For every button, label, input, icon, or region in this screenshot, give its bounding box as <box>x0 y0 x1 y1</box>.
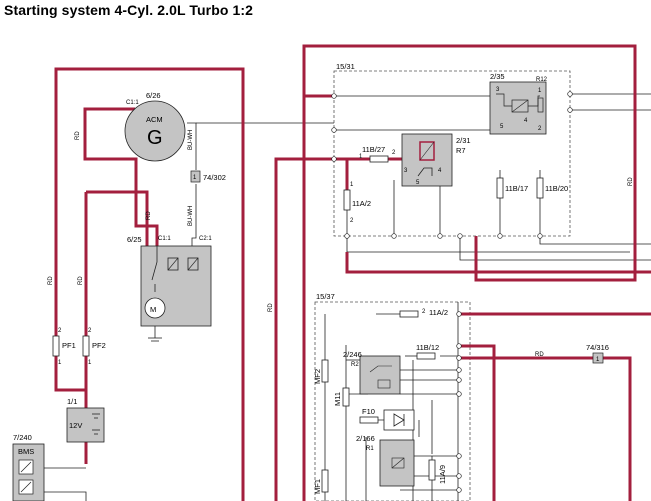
pf1-label: PF1 <box>62 341 76 350</box>
fuse-mf2-label: MF2 <box>313 369 322 384</box>
relay-2-31: 2/31 R7 3 4 5 <box>401 133 471 187</box>
relay-r12-label: R12 <box>536 77 548 83</box>
acm-ref-label: 6/26 <box>146 91 161 100</box>
relay-2-166-label: 2/166 <box>356 434 375 443</box>
relay-r2-label: R2 <box>351 362 359 368</box>
wire-rd-label-6: RD <box>628 177 634 186</box>
diode <box>383 409 415 431</box>
red-wires <box>54 44 651 501</box>
fuse-11a-2: 11A/2 1 2 <box>343 182 371 224</box>
acm-symbol: G <box>147 127 163 149</box>
fuse-box-15-37 <box>314 301 471 501</box>
relay-2-35-pin1: 1 <box>538 88 542 94</box>
fuse-11b-27-label: 11B/27 <box>362 145 385 154</box>
relay-2-35-label: 2/35 <box>490 72 505 81</box>
relay-2-166: 2/166 R1 <box>356 434 415 487</box>
fuse-mf1: MF1 <box>313 469 329 494</box>
fuse-box-15-31-label: 15/31 <box>336 62 355 71</box>
starter-pin1-label: C1:1 <box>158 236 171 242</box>
wire-rd-label-2: RD <box>146 211 152 220</box>
battery-voltage-label: 12V <box>69 421 82 430</box>
connector-74-302 <box>190 170 201 183</box>
fuse-11b-17-label: 11B/17 <box>505 184 528 193</box>
fuse-11a-9: 11A/9 <box>428 459 447 484</box>
pf1-pin1: 1 <box>58 360 62 366</box>
fuse-mf1-label: MF1 <box>313 479 322 494</box>
fuse-11a-2-box2-pin2: 2 <box>422 309 426 315</box>
bms-module: 7/240 BMS <box>12 433 45 501</box>
relay-2-31-pin3: 3 <box>404 168 408 174</box>
fuse-m11: M11 <box>333 387 350 407</box>
fuse-11a-2-label: 11A/2 <box>352 199 371 208</box>
pf2-pin1: 1 <box>88 360 92 366</box>
fuse-box-15-31 <box>333 70 571 237</box>
connector-74-302-label: 74/302 <box>203 173 226 182</box>
pf2-label: PF2 <box>92 341 106 350</box>
wire-rd-label-5: RD <box>268 303 274 312</box>
starter-ref-label: 6/25 <box>127 235 142 244</box>
relay-2-246: 2/246 R2 <box>343 350 401 395</box>
junction-dots <box>331 91 573 493</box>
relay-2-35-pin5: 5 <box>500 124 504 130</box>
fuse-11b-12: 11B/12 <box>416 343 439 360</box>
fuse-11a-2-box2: 2 11A/2 <box>399 308 448 318</box>
wire-rd-label: RD <box>75 131 81 140</box>
fuse-11b-17: 11B/17 <box>496 177 528 199</box>
relay-2-35-pin3: 3 <box>496 87 500 93</box>
relay-2-246-label: 2/246 <box>343 350 362 359</box>
fuse-11b-20: 11B/20 <box>536 177 568 199</box>
fuse-mf2: MF2 <box>313 359 329 384</box>
fuse-11a-2-box2-label: 11A/2 <box>429 308 448 317</box>
starter-motor: 6/25 C1:1 C2:1 M <box>127 235 212 327</box>
fuse-box-15-37-label: 15/37 <box>316 292 335 301</box>
wire-rd-label-3: RD <box>48 276 54 285</box>
connector-74-316-pin: 1 <box>596 357 600 363</box>
connector-74-316 <box>592 352 604 364</box>
relay-2-31-pin5: 5 <box>416 180 420 186</box>
fuse-11b-20-label: 11B/20 <box>545 184 568 193</box>
fuse-f10: F10 <box>359 407 379 424</box>
relay-2-35-pin4: 4 <box>524 118 528 124</box>
fuse-pf1: 2 1 PF1 <box>52 328 76 366</box>
wire-rd-label-7: RD <box>535 352 544 358</box>
fuse-m11-label: M11 <box>333 392 342 406</box>
acm-name-label: ACM <box>146 115 163 124</box>
fuse-f10-label: F10 <box>362 407 375 416</box>
battery: 1/1 12V <box>66 397 105 443</box>
acm-pin-label: C1:1 <box>126 100 139 106</box>
fuse-11b-27: 11B/27 1 2 <box>359 145 396 163</box>
fuse-11a-9-label: 11A/9 <box>438 465 447 484</box>
relay-2-31-label: 2/31 <box>456 136 471 145</box>
bms-name-label: BMS <box>18 447 34 456</box>
fuse-11a-2-pin1: 1 <box>350 182 354 188</box>
acm-generator: 6/26 ACM G C1:1 <box>124 91 186 162</box>
relay-2-31-pin4: 4 <box>438 168 442 174</box>
fuse-pf2: 2 1 PF2 <box>82 328 106 366</box>
wire-bu-wh-label-2: BU-WH <box>188 206 194 226</box>
battery-ref-label: 1/1 <box>67 397 77 406</box>
wire-bu-wh-label: BU-WH <box>188 130 194 150</box>
fuse-11b-27-pin1: 1 <box>359 154 363 160</box>
fuse-11a-2-pin2: 2 <box>350 218 354 224</box>
connector-74-302-pin: 1 <box>193 175 197 181</box>
pf2-pin2: 2 <box>88 328 92 334</box>
relay-2-35: 2/35 R12 3 1 5 4 2 <box>489 72 548 135</box>
connector-74-316-label: 74/316 <box>586 343 609 352</box>
relay-r7-label: R7 <box>456 146 466 155</box>
motor-symbol: M <box>150 305 156 314</box>
pf1-pin2: 2 <box>58 328 62 334</box>
wire-rd-label-4: RD <box>78 276 84 285</box>
fuse-11b-12-label: 11B/12 <box>416 343 439 352</box>
starter-pin2-label: C2:1 <box>199 236 212 242</box>
relay-r1-label: R1 <box>366 446 374 452</box>
bms-ref-label: 7/240 <box>13 433 32 442</box>
fuse-11b-27-pin2: 2 <box>392 150 396 156</box>
page-title: Starting system 4-Cyl. 2.0L Turbo 1:2 <box>4 2 254 18</box>
thin-wires <box>44 93 651 501</box>
relay-2-35-pin2: 2 <box>538 126 542 132</box>
